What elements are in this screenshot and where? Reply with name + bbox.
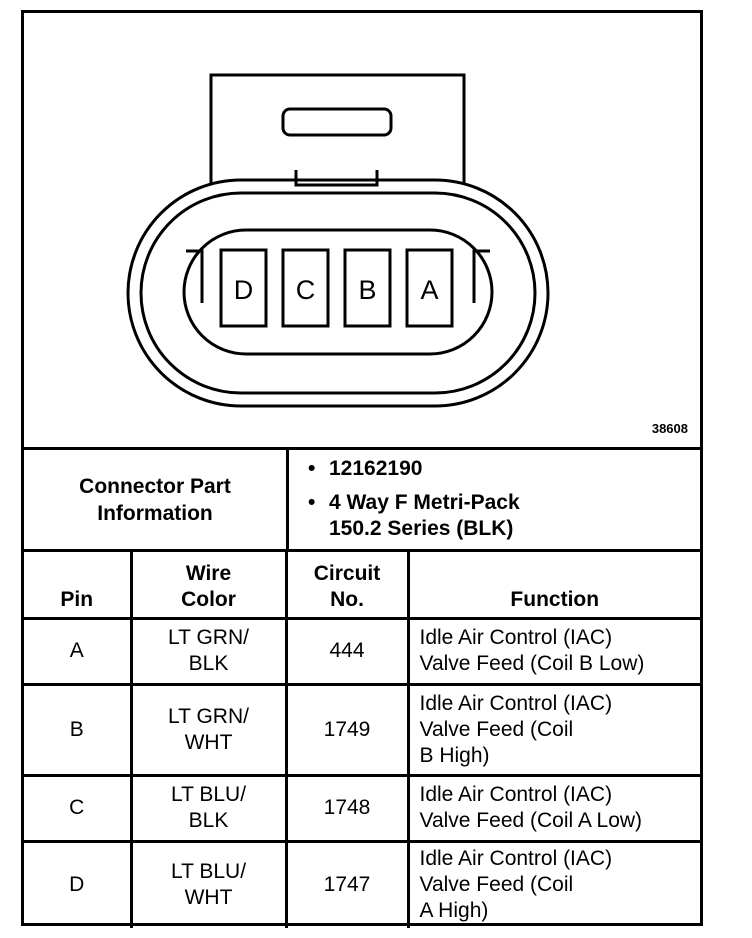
cell-pin: C: [24, 773, 133, 843]
figure-id: 38608: [651, 421, 688, 436]
pinout-table: Pin Wire Color Circuit No. Function A LT…: [24, 552, 700, 928]
header-circuit-no: Circuit No.: [284, 552, 410, 620]
cell-wire-color: LT BLU/ WHT: [129, 839, 288, 928]
pin-label-c: C: [296, 275, 316, 305]
lock-tab-slot: [281, 107, 393, 137]
bullet-icon: •: [308, 457, 316, 480]
part-description-line1: 4 Way F Metri-Pack: [329, 491, 520, 514]
table-row: D LT BLU/ WHT 1747 Idle Air Control (IAC…: [24, 839, 700, 928]
part-number: 12162190: [329, 457, 423, 480]
pin-cavity-c: [281, 248, 330, 328]
connector-part-info-values: • 12162190 • 4 Way F Metri-Pack 150.2 Se…: [289, 450, 700, 549]
connector-sheet: D C B A 38608 Connector Part Information…: [21, 10, 703, 928]
cell-wire-color: LT BLU/ BLK: [129, 773, 288, 843]
pin-cavity-a: [405, 248, 454, 328]
cell-wire-color: LT GRN/ BLK: [129, 616, 288, 686]
cell-function: Idle Air Control (IAC) Valve Feed (Coil …: [406, 773, 700, 843]
lock-tab-notch: [294, 170, 379, 187]
header-wire-color: Wire Color: [129, 552, 288, 620]
header-function: Function: [406, 552, 700, 620]
table-header-row: Pin Wire Color Circuit No. Function: [24, 552, 700, 620]
part-description-item: • 4 Way F Metri-Pack 150.2 Series (BLK): [308, 490, 520, 542]
cell-pin: A: [24, 616, 133, 686]
cell-circuit: 444: [284, 616, 410, 686]
cell-circuit: 1747: [284, 839, 410, 928]
table-row: C LT BLU/ BLK 1748 Idle Air Control (IAC…: [24, 773, 700, 843]
info-label-line1: Connector Part: [79, 474, 231, 498]
cell-circuit: 1749: [284, 682, 410, 777]
pin-label-d: D: [234, 275, 254, 305]
connector-shell-outer: [126, 178, 550, 408]
connector-part-info: Connector Part Information • 12162190 • …: [24, 450, 700, 552]
pin-label-b: B: [358, 275, 376, 305]
cell-function: Idle Air Control (IAC) Valve Feed (Coil …: [406, 682, 700, 777]
part-description-line2: 150.2 Series (BLK): [329, 517, 514, 540]
bullet-icon: •: [308, 491, 316, 514]
connector-shell-inner: [139, 191, 537, 395]
header-pin: Pin: [24, 552, 133, 620]
table-row: A LT GRN/ BLK 444 Idle Air Control (IAC)…: [24, 616, 700, 686]
keying-rib-left: [186, 249, 204, 303]
keying-rib-right: [472, 249, 490, 303]
connector-diagram: D C B A 38608: [24, 13, 700, 450]
info-label-line2: Information: [97, 501, 213, 525]
cell-pin: B: [24, 682, 133, 777]
cell-wire-color: LT GRN/ WHT: [129, 682, 288, 777]
lock-tab-housing: [209, 73, 466, 183]
cell-pin: D: [24, 839, 133, 928]
table-row: B LT GRN/ WHT 1749 Idle Air Control (IAC…: [24, 682, 700, 777]
terminal-cavity-island: [182, 228, 494, 356]
cell-circuit: 1748: [284, 773, 410, 843]
connector-part-info-label: Connector Part Information: [24, 450, 289, 549]
pin-cavity-b: [343, 248, 392, 328]
pin-label-a: A: [420, 275, 438, 305]
pin-cavity-d: [219, 248, 268, 328]
cell-function: Idle Air Control (IAC) Valve Feed (Coil …: [406, 839, 700, 928]
part-number-item: • 12162190: [308, 456, 423, 482]
cell-function: Idle Air Control (IAC) Valve Feed (Coil …: [406, 616, 700, 686]
connector-drawing: D C B A: [126, 73, 550, 408]
